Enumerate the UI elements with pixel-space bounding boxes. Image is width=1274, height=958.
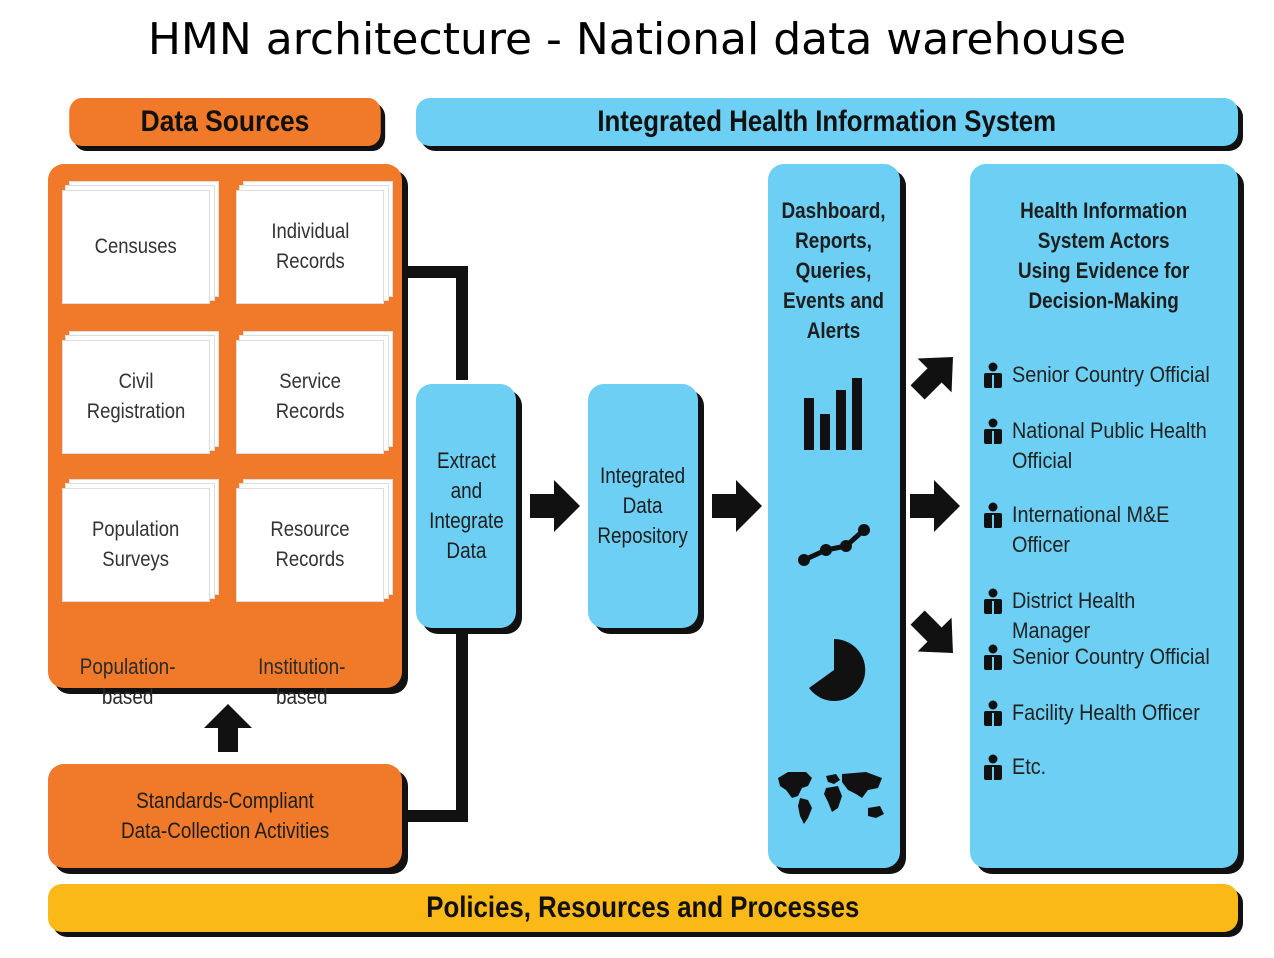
group-population-based: Population- based xyxy=(48,622,208,712)
connector-lines xyxy=(406,266,468,822)
data-sources-header: Data Sources xyxy=(69,98,381,146)
ihis-header: Integrated Health Information System xyxy=(416,98,1238,146)
actor-label: Facility Health Officer xyxy=(1012,700,1200,725)
actors-panel xyxy=(970,164,1238,868)
doc-resource-records: Resource Records xyxy=(236,488,384,602)
actor-label: Etc. xyxy=(1012,754,1047,779)
actor-label: International M&E Officer xyxy=(1012,502,1170,557)
policies-footer-label: Policies, Resources and Processes xyxy=(426,891,860,924)
extract-integrate-box: Extract and Integrate Data xyxy=(416,384,516,628)
line-chart-icon xyxy=(798,524,870,566)
actors-heading: Health Information System Actors Using E… xyxy=(970,196,1238,316)
person-icon xyxy=(984,502,1002,528)
doc-civil-registration: Civil Registration xyxy=(62,340,210,454)
actor-item: Senior Country Official xyxy=(982,360,1238,390)
arrow-down-right-icon xyxy=(910,610,953,653)
dashboard-heading: Dashboard, Reports, Queries, Events and … xyxy=(768,196,900,346)
dashboard-panel xyxy=(768,164,900,868)
group-institution-based: Institution- based xyxy=(222,622,382,712)
data-repository-box: Integrated Data Repository xyxy=(588,384,698,628)
ihis-header-label: Integrated Health Information System xyxy=(597,105,1057,138)
pie-chart-icon xyxy=(809,638,866,701)
person-icon xyxy=(984,644,1002,670)
doc-population-surveys-label: Population Surveys xyxy=(92,518,180,571)
actor-label: Senior Country Official xyxy=(1012,644,1210,669)
actor-item: International M&E Officer xyxy=(982,500,1238,560)
actors-heading-label: Health Information System Actors Using E… xyxy=(1018,198,1190,313)
data-repository-label: Integrated Data Repository xyxy=(597,463,689,548)
doc-censuses-label: Censuses xyxy=(94,235,178,258)
world-map-icon xyxy=(778,772,884,824)
actor-item: Senior Country Official xyxy=(982,642,1238,672)
doc-service-records: Service Records xyxy=(236,340,384,454)
arrow-up-right-icon xyxy=(910,357,953,400)
actor-label: Senior Country Official xyxy=(1012,362,1210,387)
actor-item: Etc. xyxy=(982,752,1238,782)
doc-individual-records: Individual Records xyxy=(236,190,384,304)
person-icon xyxy=(984,588,1002,614)
doc-individual-records-label: Individual Records xyxy=(270,220,350,273)
doc-population-surveys: Population Surveys xyxy=(62,488,210,602)
person-icon xyxy=(984,700,1002,726)
doc-censuses: Censuses xyxy=(62,190,210,304)
person-icon xyxy=(984,418,1002,444)
doc-resource-records-label: Resource Records xyxy=(270,518,350,571)
page-title: HMN architecture - National data warehou… xyxy=(147,14,1127,65)
up-arrow-icon xyxy=(204,704,252,752)
arrow-right-icon xyxy=(530,480,580,532)
dashboard-heading-label: Dashboard, Reports, Queries, Events and … xyxy=(781,198,887,343)
person-icon xyxy=(984,362,1002,388)
group-population-based-label: Population- based xyxy=(80,654,176,709)
standards-label: Standards-Compliant Data-Collection Acti… xyxy=(120,788,330,843)
group-institution-based-label: Institution- based xyxy=(258,654,346,709)
person-icon xyxy=(984,754,1002,780)
actor-label: District Health Manager xyxy=(1012,588,1136,643)
doc-civil-registration-label: Civil Registration xyxy=(86,370,186,423)
arrow-right-icon xyxy=(712,480,762,532)
bar-chart-icon xyxy=(804,378,862,450)
doc-service-records-label: Service Records xyxy=(275,370,345,423)
arrow-right-icon xyxy=(910,480,960,532)
actor-item: Facility Health Officer xyxy=(982,698,1238,728)
standards-panel: Standards-Compliant Data-Collection Acti… xyxy=(48,764,402,868)
actor-item: National Public Health Official xyxy=(982,416,1238,476)
actor-label: National Public Health Official xyxy=(1012,418,1207,473)
data-sources-header-label: Data Sources xyxy=(140,105,310,138)
policies-footer: Policies, Resources and Processes xyxy=(48,884,1238,932)
extract-integrate-label: Extract and Integrate Data xyxy=(428,448,504,563)
actor-item: District Health Manager xyxy=(982,586,1238,646)
